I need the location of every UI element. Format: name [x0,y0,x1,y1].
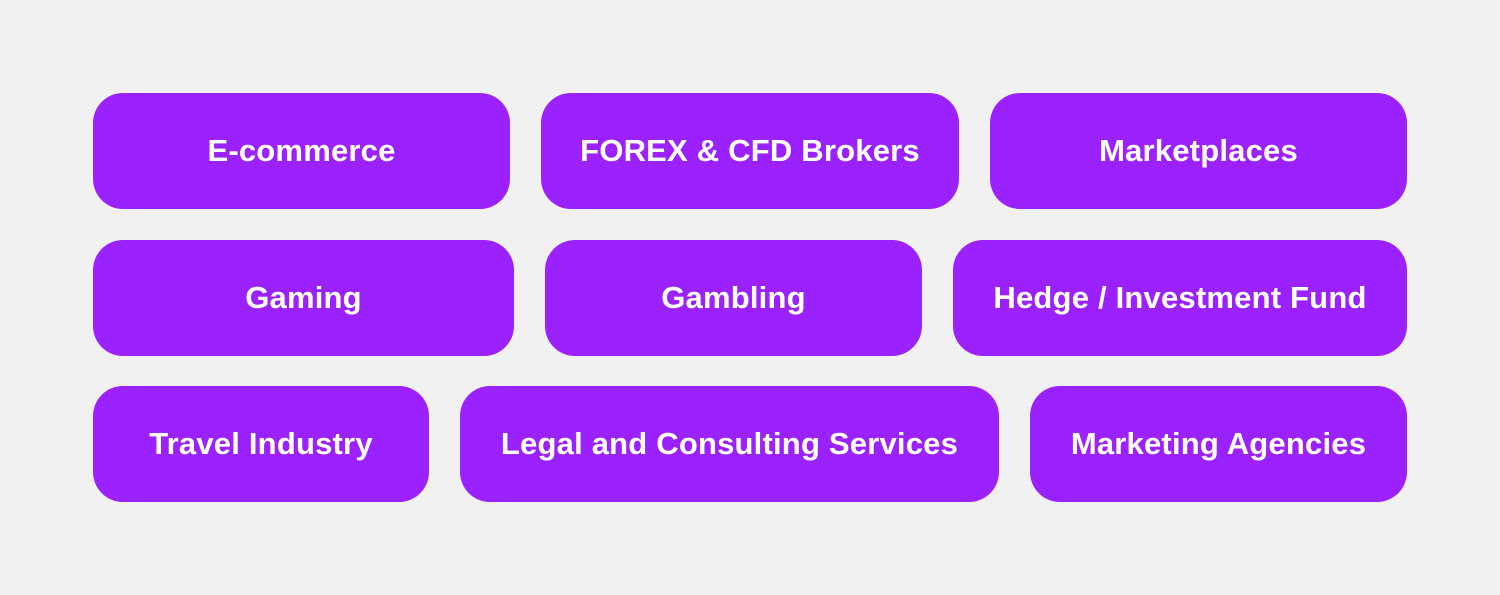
industry-tag-hedge-investment-fund: Hedge / Investment Fund [953,240,1407,356]
industry-tag-gambling: Gambling [545,240,922,356]
industry-tag-marketing-agencies: Marketing Agencies [1030,386,1407,502]
industry-tag-legal-consulting-services: Legal and Consulting Services [460,386,999,502]
industry-tag-e-commerce: E-commerce [93,93,510,209]
industry-tag-travel-industry: Travel Industry [93,386,429,502]
industry-tag-marketplaces: Marketplaces [990,93,1407,209]
industry-tag-forex-cfd-brokers: FOREX & CFD Brokers [541,93,959,209]
industry-tag-gaming: Gaming [93,240,514,356]
